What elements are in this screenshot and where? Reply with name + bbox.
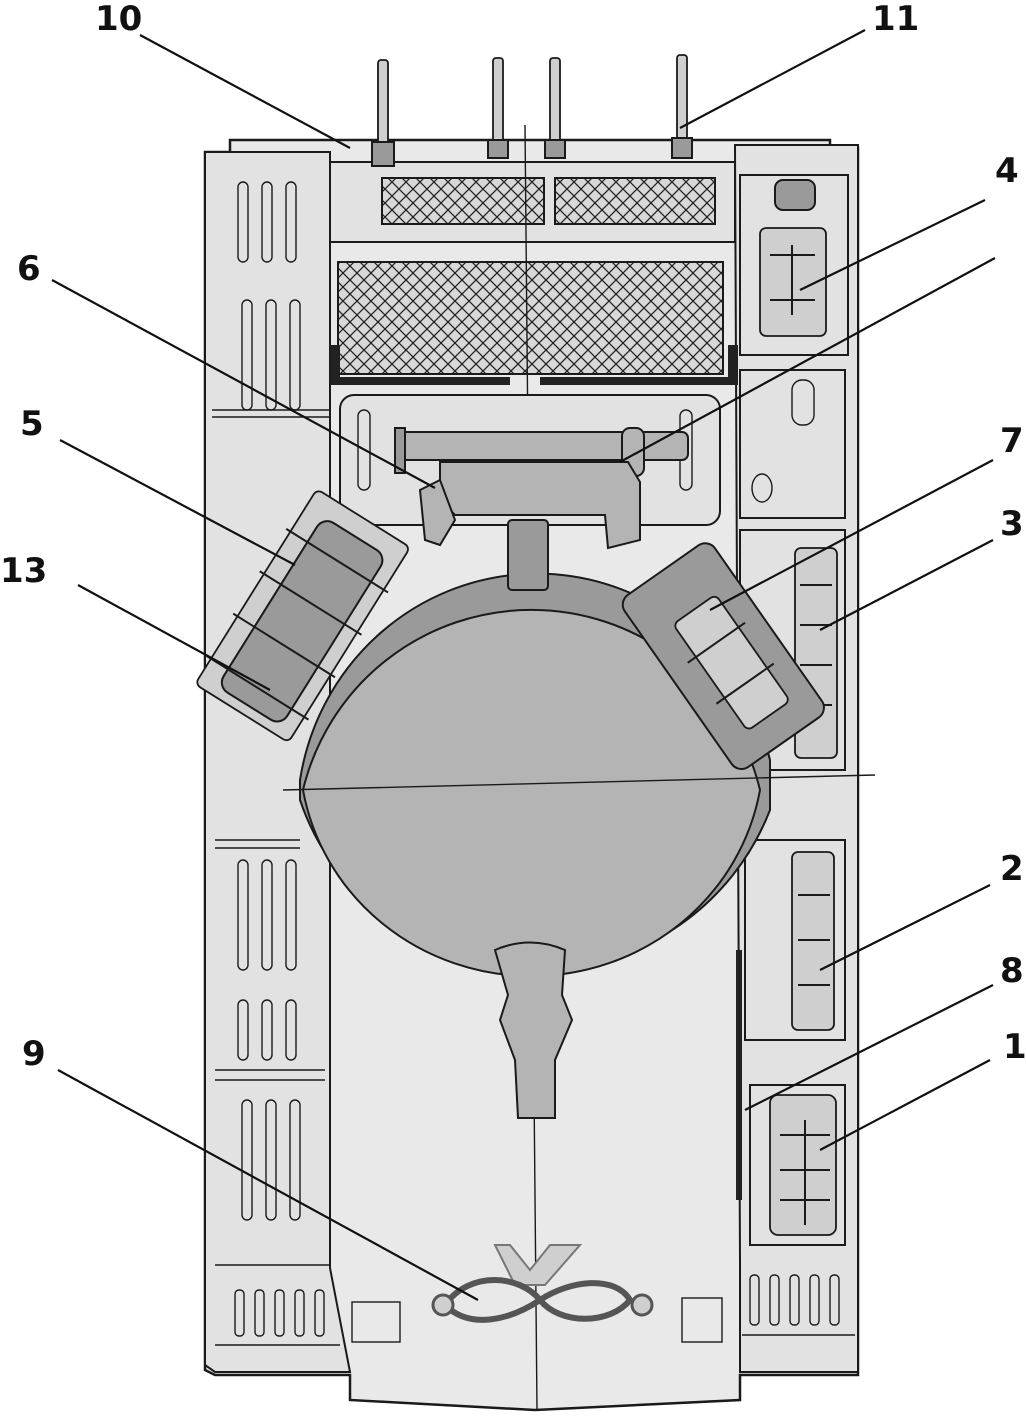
callout-8: 8 xyxy=(1000,951,1024,991)
callout-9: 9 xyxy=(22,1034,46,1074)
left-sponson xyxy=(204,151,352,1373)
callout-4: 4 xyxy=(995,151,1019,191)
engine-grilles xyxy=(330,177,738,385)
callout-1: 1 xyxy=(1003,1027,1026,1067)
right-equipment xyxy=(621,542,825,770)
callout-10: 10 xyxy=(95,0,142,39)
left-sponson-vents xyxy=(212,181,340,1346)
callout-5: 5 xyxy=(20,404,44,444)
callout-13: 13 xyxy=(0,551,47,591)
callout-6: 6 xyxy=(17,249,41,289)
callout-3: 3 xyxy=(1000,504,1024,544)
callout-2: 2 xyxy=(1000,849,1024,889)
callout-11: 11 xyxy=(872,0,919,39)
callout-labels: 10 11 4 6 5 7 3 13 2 8 9 1 xyxy=(0,0,1026,1074)
right-sponson-boxes xyxy=(736,174,855,1336)
tow-cable xyxy=(351,1244,723,1343)
leader-lines xyxy=(51,29,996,1301)
callout-7: 7 xyxy=(1000,421,1024,461)
turret xyxy=(282,519,876,1119)
turret-rear-rack xyxy=(339,394,721,550)
antenna-mounts xyxy=(371,54,693,167)
